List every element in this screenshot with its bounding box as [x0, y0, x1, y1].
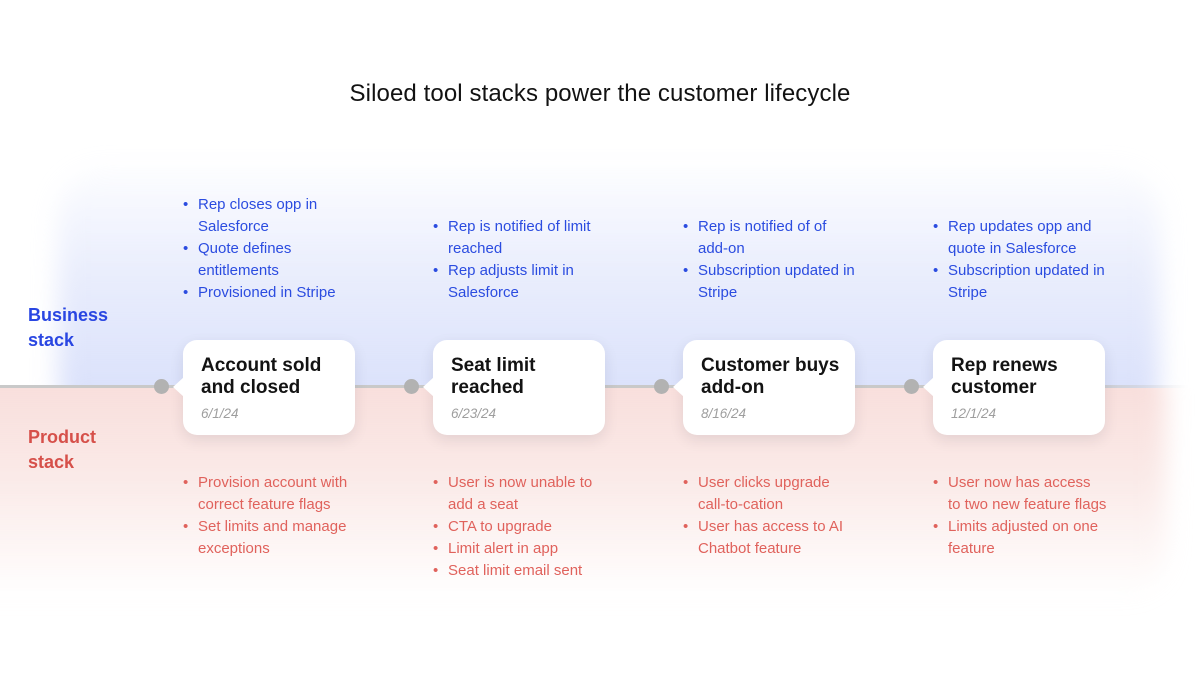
- list-item: Subscription updated in Stripe: [931, 260, 1107, 304]
- milestone-date: 6/23/24: [451, 406, 497, 421]
- business-stack-label: Business stack: [28, 305, 109, 350]
- page-title: Siloed tool stacks power the customer li…: [349, 80, 851, 107]
- list-item: Limits adjusted on one feature: [931, 516, 1107, 560]
- list-item: Quote defines entitlements: [181, 238, 357, 282]
- timeline-dot: [154, 379, 169, 394]
- product-stack-label: Product stack: [28, 427, 97, 472]
- milestone-card: Seat limit reached 6/23/24: [423, 340, 605, 435]
- list-item: Rep is notified of limit reached: [431, 216, 607, 260]
- list-item: User has access to AI Chatbot feature: [681, 516, 857, 560]
- list-item: Rep closes opp in Salesforce: [181, 194, 357, 238]
- milestone-column: Rep updates opp and quote in Salesforce …: [923, 0, 1107, 697]
- list-item: Rep is notified of of add-on: [681, 216, 857, 260]
- list-item: Provision account with correct feature f…: [181, 472, 357, 516]
- milestone-date: 6/1/24: [201, 406, 239, 421]
- milestone-title: Rep renews customer: [951, 355, 1058, 398]
- list-item: Set limits and manage exceptions: [181, 516, 357, 560]
- list-item: Provisioned in Stripe: [181, 282, 357, 304]
- milestone-title: Customer buys add-on: [701, 355, 840, 398]
- timeline-dot: [654, 379, 669, 394]
- list-item: Rep adjusts limit in Salesforce: [431, 260, 607, 304]
- timeline-dot: [404, 379, 419, 394]
- milestone-date: 12/1/24: [951, 406, 997, 421]
- business-items-list: Rep is notified of of add-on Subscriptio…: [681, 180, 857, 304]
- list-item: User is now unable to add a seat: [431, 472, 607, 516]
- business-items-list: Rep closes opp in Salesforce Quote defin…: [181, 180, 357, 304]
- milestone-title: Seat limit reached: [451, 355, 536, 398]
- milestone-card: Account sold and closed 6/1/24: [173, 340, 355, 435]
- list-item: Subscription updated in Stripe: [681, 260, 857, 304]
- milestone-column: Rep is notified of of add-on Subscriptio…: [673, 0, 857, 697]
- timeline-dot: [904, 379, 919, 394]
- product-items-list: Provision account with correct feature f…: [181, 472, 357, 560]
- milestone-title: Account sold and closed: [201, 355, 322, 398]
- product-items-list: User clicks upgrade call-to-cation User …: [681, 472, 857, 560]
- business-items-list: Rep is notified of limit reached Rep adj…: [431, 180, 607, 304]
- milestone-card: Rep renews customer 12/1/24: [923, 340, 1105, 435]
- milestone-card: Customer buys add-on 8/16/24: [673, 340, 855, 435]
- list-item: CTA to upgrade: [431, 516, 607, 538]
- list-item: Rep updates opp and quote in Salesforce: [931, 216, 1107, 260]
- list-item: Limit alert in app: [431, 538, 607, 560]
- milestone-column: Rep is notified of limit reached Rep adj…: [423, 0, 607, 697]
- list-item: Seat limit email sent: [431, 560, 607, 582]
- list-item: User clicks upgrade call-to-cation: [681, 472, 857, 516]
- business-items-list: Rep updates opp and quote in Salesforce …: [931, 180, 1107, 304]
- product-items-list: User is now unable to add a seat CTA to …: [431, 472, 607, 582]
- list-item: User now has access to two new feature f…: [931, 472, 1107, 516]
- milestone-date: 8/16/24: [701, 406, 747, 421]
- milestone-column: Rep closes opp in Salesforce Quote defin…: [173, 0, 357, 697]
- product-items-list: User now has access to two new feature f…: [931, 472, 1107, 560]
